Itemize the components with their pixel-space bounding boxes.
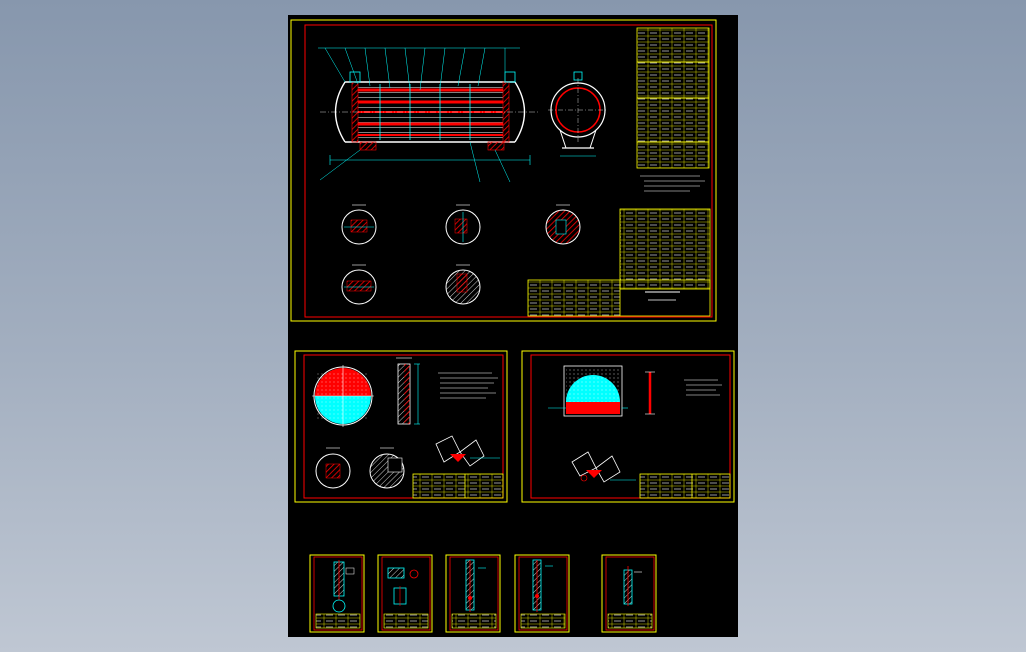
sheet-small-part-2[interactable] — [377, 554, 433, 633]
title-block — [527, 279, 711, 317]
sheet-small-part-1[interactable] — [309, 554, 365, 633]
detail-view-3[interactable] — [545, 204, 581, 245]
detail-view-1[interactable] — [341, 204, 377, 245]
sheet-border — [290, 19, 717, 322]
sheet2-detail-b[interactable] — [369, 447, 405, 489]
detail-view-2[interactable] — [445, 204, 481, 245]
detail-view-5[interactable] — [445, 264, 481, 305]
saddle-right — [487, 141, 505, 151]
parts-list — [619, 208, 711, 290]
sheet2-notes — [438, 372, 498, 399]
sheet3-title-block — [639, 473, 731, 499]
sheet-baffle-detail[interactable] — [521, 350, 735, 503]
nozzle-outlet — [504, 71, 516, 83]
sheet-border — [521, 350, 735, 503]
sheet-main-assembly[interactable] — [290, 19, 717, 322]
technical-notes — [640, 175, 705, 192]
baffle-plate-view[interactable] — [548, 365, 628, 417]
sheet-frame — [303, 354, 504, 499]
sheet-small-part-5[interactable] — [601, 554, 657, 633]
tube-sheet-plan-view[interactable] — [312, 365, 374, 427]
detail-views[interactable] — [341, 204, 581, 305]
sheet-tube-sheet-detail[interactable] — [294, 350, 508, 503]
sheet2-detail-a[interactable] — [315, 447, 351, 489]
sheet-frame — [530, 354, 731, 499]
sheet3-weld-detail[interactable] — [571, 451, 636, 483]
sheet-small-part-4[interactable] — [514, 554, 570, 633]
vessel-side-view[interactable] — [548, 71, 608, 157]
sheet3-notes — [684, 379, 722, 396]
baffle-section-view[interactable] — [645, 371, 655, 415]
sheet2-weld-detail[interactable] — [435, 435, 500, 467]
sheet-frame — [304, 24, 713, 318]
sheet-small-part-3[interactable] — [445, 554, 501, 633]
nozzle-table — [636, 27, 710, 169]
saddle-left — [359, 141, 377, 151]
detail-view-4[interactable] — [341, 264, 377, 305]
sheet-border — [294, 350, 508, 503]
sheet2-title-block — [412, 473, 504, 499]
vessel-front-view[interactable] — [318, 47, 540, 183]
tube-sheet-section-view[interactable] — [396, 357, 420, 425]
nozzle-inlet — [349, 71, 361, 83]
